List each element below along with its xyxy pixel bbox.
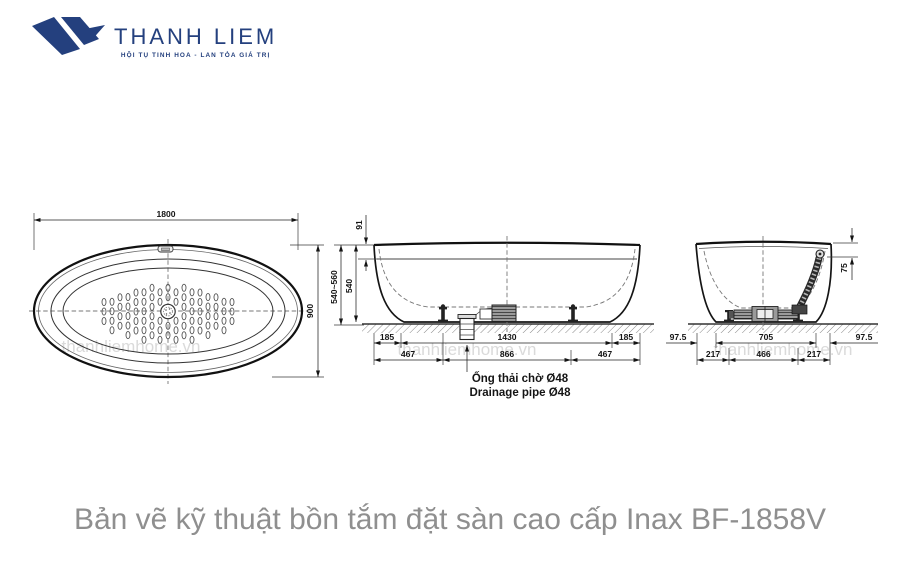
tub-basin-edge [50,258,286,364]
tub-foot [568,304,578,323]
dim-end-705: 705 [759,332,774,342]
floor-hatch [688,324,878,333]
dim-side-467-left: 467 [401,349,416,359]
dim-rim-thickness: 91 [354,220,364,230]
dim-end-466: 466 [756,349,771,359]
dim-side-467-right: 467 [598,349,613,359]
inner-shell-hidden-line [378,248,636,308]
dim-end-97-left: 97.5 [670,332,687,342]
overflow-hose [795,254,823,312]
dim-side-185-left: 185 [380,332,395,342]
antislip-dot-pattern [101,283,235,344]
top-view: 1800 900 [29,209,324,384]
brand-tagline: HỘI TỤ TINH HOA - LAN TỎA GIÁ TRỊ [120,52,271,59]
drain-note-english: Drainage pipe Ø48 [470,387,572,399]
dim-basin-height: 540 [344,279,354,294]
tub-outer-rim [32,243,304,379]
dim-end-217-left: 217 [706,349,721,359]
brand-name: THANH LIEM [114,24,278,49]
logo: THANH LIEM HỘI TỤ TINH HOA - LAN TỎA GIÁ… [28,12,277,60]
dim-side-185-right: 185 [619,332,634,342]
dim-overflow-drop: 75 [839,263,849,273]
drain [160,303,176,320]
end-view: 75 97.5 705 97.5 217 466 217 [666,228,878,365]
dim-end-97-right: 97.5 [856,332,873,342]
inner-shell-hidden-line [703,250,797,309]
dim-height-range: 540~560 [329,270,339,304]
side-view: 91 540~560 540 185 1430 185 [329,215,654,399]
floor-hatch [362,324,654,333]
dim-top-width: 1800 [156,209,175,219]
dim-side-866: 866 [500,349,515,359]
drain-note-vietnamese: Ống thải chờ Ø48 [472,371,569,385]
dim-top-depth: 900 [305,304,315,319]
logo-mark-icon [32,17,105,55]
tub-rim-top [373,241,641,247]
caption-title: Bản vẽ kỹ thuật bồn tắm đặt sàn cao cấp … [73,503,827,536]
drain-assembly [491,304,517,322]
watermark-text: thanhliemhome.vn [62,337,201,356]
tub-rim-top [695,240,832,246]
dim-end-217-right: 217 [807,349,822,359]
tub-foot [438,304,448,323]
drain-pipe-stub [457,314,477,341]
dim-side-1430: 1430 [497,332,516,342]
tub-cross-section [695,243,833,323]
tub-basin-floor-edge [62,267,274,355]
